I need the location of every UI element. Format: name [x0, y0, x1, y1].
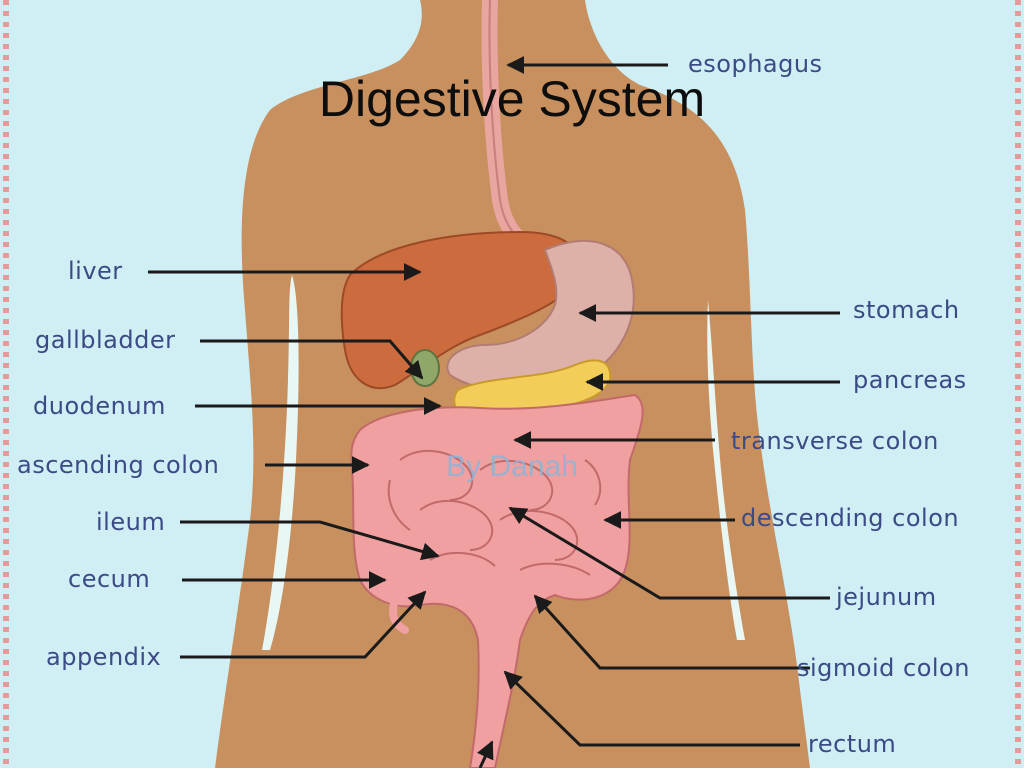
jejunum-label: jejunum	[836, 583, 937, 611]
anus-pointer	[477, 740, 494, 768]
appendix-label: appendix	[46, 643, 162, 671]
appendix-organ	[389, 596, 409, 634]
gallbladder-pointer	[200, 339, 424, 380]
small-intestine-coils	[387, 449, 602, 576]
large-intestine-organ	[350, 393, 644, 768]
jejunum-pointer	[508, 506, 830, 600]
stomach-label: stomach	[853, 296, 960, 324]
ileum-label: ileum	[96, 508, 166, 536]
pointer-lines	[148, 56, 840, 768]
left-dotted-border	[3, 0, 9, 768]
slide-title: Digestive System	[318, 71, 706, 127]
gallbladder-label: gallbladder	[35, 326, 176, 354]
pancreas-label: pancreas	[853, 366, 967, 394]
ascending-colon-label: ascending colon	[17, 451, 220, 479]
sigmoid-colon-pointer	[533, 594, 810, 670]
rectum-pointer	[503, 670, 800, 747]
duodenum-label: duodenum	[33, 392, 166, 420]
ileum-pointer	[180, 520, 440, 561]
sigmoid-colon-label: sigmoid colon	[797, 654, 970, 682]
cecum-label: cecum	[68, 565, 151, 593]
transverse-colon-label: transverse colon	[731, 427, 939, 455]
appendix-pointer	[180, 590, 427, 659]
descending-colon-label: descending colon	[741, 504, 960, 532]
left-arm-gap	[262, 275, 299, 650]
slide-subtitle: By Danah	[446, 450, 578, 483]
rectum-label: rectum	[808, 730, 897, 758]
liver-label: liver	[68, 257, 123, 285]
esophagus-label: esophagus	[688, 50, 823, 78]
right-dotted-border	[1015, 0, 1021, 768]
